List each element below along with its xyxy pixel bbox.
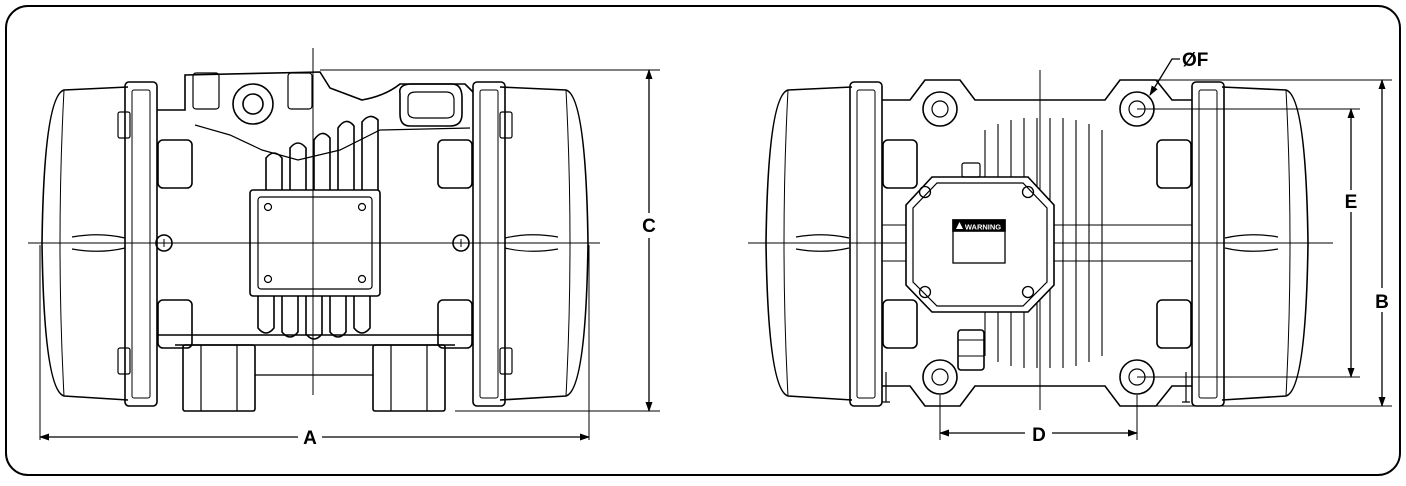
- drawing-frame: [5, 5, 1401, 476]
- side-view: [28, 48, 600, 412]
- cable-gland: [957, 329, 985, 371]
- mounting-base: [157, 334, 473, 346]
- dim-label-a: A: [303, 428, 317, 449]
- left-flange: [124, 81, 158, 407]
- top-view-dimensions: [939, 58, 1392, 440]
- side-view-dimensions: [39, 69, 660, 441]
- mounting-foot-right: [372, 344, 446, 412]
- top-view: [748, 70, 1333, 410]
- mounting-hole-bl: [922, 359, 958, 395]
- top-left-end-cap: [765, 86, 853, 401]
- terminal-box: [249, 189, 381, 297]
- mounting-foot-left: [182, 344, 256, 412]
- top-left-flange: [849, 81, 883, 407]
- right-end-cap: [499, 86, 589, 401]
- top-right-flange: [1191, 81, 1225, 407]
- dim-label-d: D: [1032, 425, 1046, 446]
- mounting-hole-tl: [922, 91, 958, 127]
- right-flange: [472, 81, 506, 407]
- dim-label-c: C: [642, 216, 656, 237]
- side-bolt-left: [155, 234, 173, 252]
- dim-f-leader: [1149, 58, 1180, 96]
- housing-top-contour: [157, 71, 474, 111]
- side-bolt-right: [452, 234, 470, 252]
- dim-label-e: E: [1345, 192, 1358, 213]
- warning-triangle-icon: [956, 222, 963, 229]
- lifting-lug: [398, 83, 463, 127]
- dim-label-f: ØF: [1182, 50, 1208, 71]
- eyebolt-ring: [232, 83, 274, 125]
- mounting-plate: [882, 79, 1192, 407]
- cooling-fins-lower: [257, 296, 371, 340]
- warning-plate-text: WARNING: [965, 223, 1001, 232]
- dim-label-b: B: [1375, 292, 1389, 313]
- cooling-fins-upper: [265, 115, 379, 190]
- top-right-end-cap: [1221, 86, 1309, 401]
- left-end-cap: [41, 86, 129, 401]
